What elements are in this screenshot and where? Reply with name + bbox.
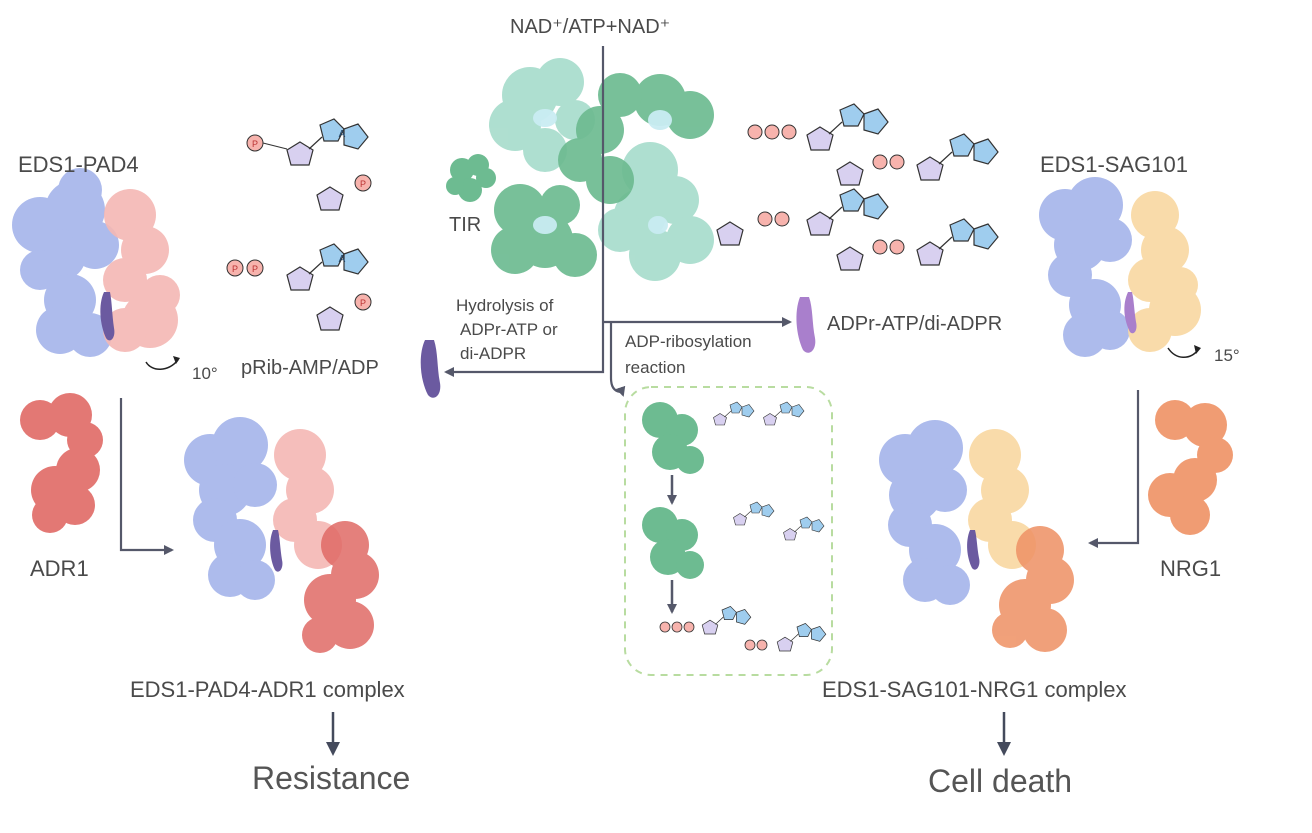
adr1-label: ADR1 <box>30 556 89 581</box>
ribosylation-reaction-box <box>624 386 833 676</box>
reaction-step-molecules <box>659 401 827 652</box>
tir-monomer <box>446 154 496 202</box>
eds1-sag101-label: EDS1-SAG101 <box>1040 152 1188 177</box>
svg-text:A: A <box>339 254 346 265</box>
prib-ligand <box>420 340 441 398</box>
svg-text:P: P <box>360 179 366 189</box>
adpr-products-label: ADPr-ATP/di-ADPR <box>827 313 1003 335</box>
eds1-sag101-heterodimer <box>1039 177 1201 357</box>
svg-text:P: P <box>360 298 366 308</box>
complex-right-label: EDS1-SAG101-NRG1 complex <box>822 677 1127 702</box>
cell-death-label: Cell death <box>928 763 1073 799</box>
tir-label: TIR <box>449 214 482 236</box>
prib-adp-structure: P P A P <box>226 243 372 331</box>
reaction-step-tir-2 <box>642 507 704 579</box>
adpr-ligand <box>796 297 816 353</box>
pathway-arrows <box>119 46 1140 555</box>
nad-atp-label: NAD⁺/ATP+NAD⁺ <box>510 16 671 38</box>
svg-text:P: P <box>252 139 258 149</box>
complex-left-label: EDS1-PAD4-ADR1 complex <box>130 677 405 702</box>
eds1-pad4-label: EDS1-PAD4 <box>18 152 139 177</box>
svg-text:P: P <box>232 264 238 274</box>
adr1-protein <box>20 393 103 533</box>
eds1-pad4-heterodimer <box>12 168 180 357</box>
nrg1-label: NRG1 <box>1160 556 1222 581</box>
adpr-atp-structure <box>747 103 999 186</box>
di-adpr-structure <box>716 188 999 271</box>
nrg1-protein <box>1148 400 1233 535</box>
rotation-arrow-right <box>1167 347 1199 358</box>
tir-tetramer <box>489 58 714 281</box>
hydrolysis-label-line2: ADPr-ATP or <box>460 320 558 339</box>
svg-text:P: P <box>252 264 258 274</box>
eds1-sag101-nrg1-complex <box>879 420 1074 652</box>
angle-right-label: 15° <box>1214 346 1240 365</box>
prib-amp-structure: P A P <box>246 118 372 211</box>
rotation-arrow-left <box>145 359 179 370</box>
ribosylation-label-line2: reaction <box>625 358 686 377</box>
angle-left-label: 10° <box>192 364 218 383</box>
hydrolysis-label-line3: di-ADPR <box>460 344 527 363</box>
prib-amp-adp-label: pRib-AMP/ADP <box>241 357 379 379</box>
ribosylation-label-line1: ADP-ribosylation <box>625 332 752 351</box>
reaction-step-tir-1 <box>642 402 704 474</box>
eds1-pad4-adr1-complex <box>184 417 379 653</box>
resistance-label: Resistance <box>252 760 411 796</box>
svg-text:A: A <box>339 129 346 140</box>
hydrolysis-label-line1: Hydrolysis of <box>456 296 554 315</box>
